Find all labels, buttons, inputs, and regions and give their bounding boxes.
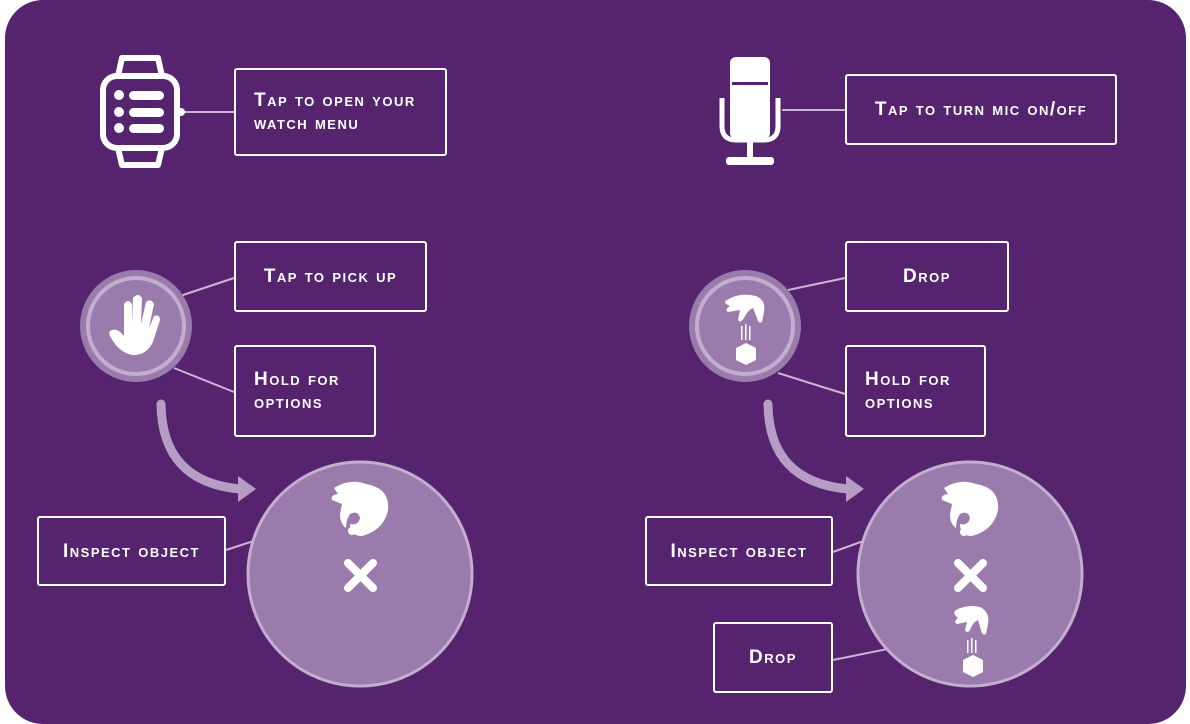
- watch-icon: [100, 55, 185, 168]
- mic-label: Tap to turn mic on/off: [845, 74, 1117, 145]
- label-text: Tap to turn mic on/off: [874, 99, 1088, 120]
- options-menu-left: [246, 460, 474, 688]
- close-icon: [344, 559, 377, 592]
- label-text: Hold for options: [865, 369, 951, 413]
- drop-object-icon: [954, 606, 989, 677]
- drop-button: [689, 270, 801, 382]
- hold-options-left-label: Hold for options: [234, 345, 376, 437]
- drop-top-label: Drop: [845, 241, 1009, 312]
- label-text: Drop: [903, 266, 951, 287]
- pick-up-label: Tap to pick up: [234, 241, 427, 312]
- drop-bottom-label: Drop: [713, 622, 833, 693]
- grab-hand-icon: [109, 295, 160, 356]
- pick-up-button: [80, 270, 192, 382]
- hold-options-right-label: Hold for options: [845, 345, 986, 437]
- drop-object-icon: [725, 294, 765, 365]
- microphone-icon: [719, 57, 781, 165]
- inspect-left-label: Inspect object: [37, 516, 226, 586]
- watch-menu-label: Tap to open your watch menu: [234, 68, 447, 156]
- label-text: Tap to open your watch menu: [254, 90, 416, 134]
- label-text: Inspect object: [62, 540, 201, 562]
- label-text: Hold for options: [254, 369, 340, 413]
- label-text: Drop: [749, 647, 797, 668]
- close-icon: [954, 559, 987, 592]
- inspect-hand-icon: [941, 481, 999, 536]
- label-text: Inspect object: [670, 540, 808, 562]
- curved-arrow-icon: [156, 399, 853, 494]
- inspect-right-label: Inspect object: [645, 516, 833, 586]
- label-text: Tap to pick up: [263, 266, 398, 287]
- inspect-hand-icon: [331, 481, 389, 536]
- options-menu-right: [856, 460, 1084, 688]
